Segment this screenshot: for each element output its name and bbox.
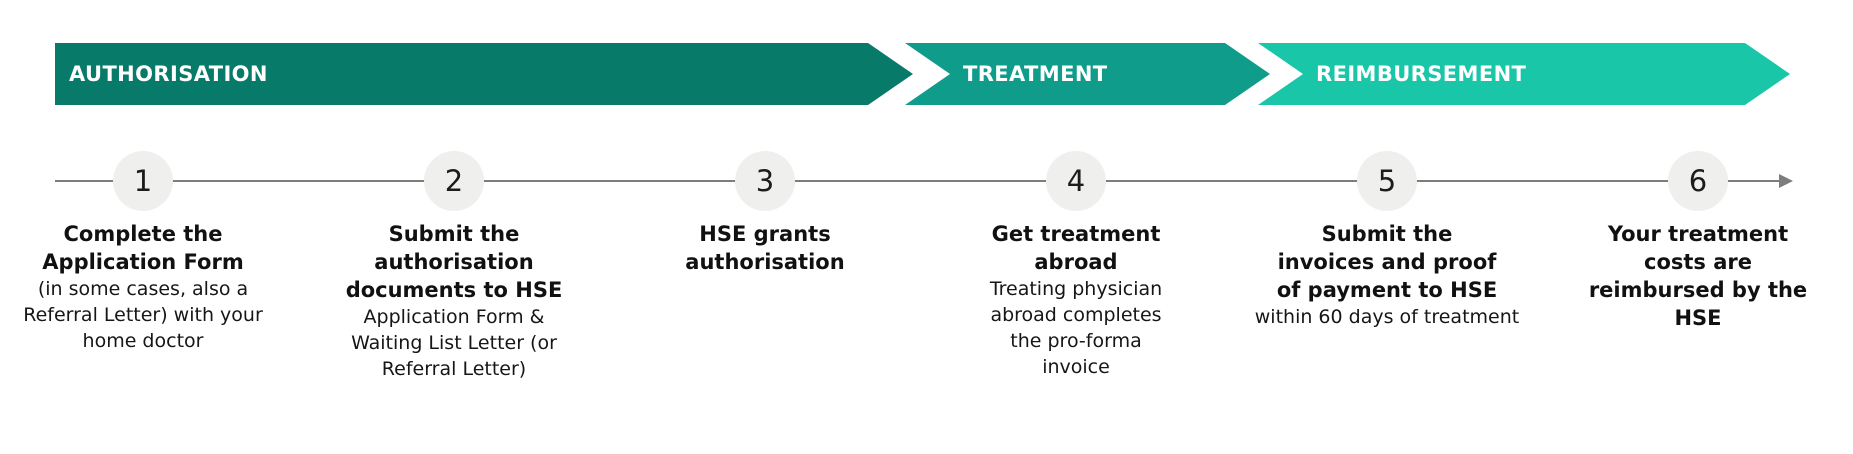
step-column-6: Your treatment costs are reimbursed by t… <box>1558 220 1838 332</box>
step-title: Get treatment abroad <box>991 222 1161 274</box>
step-title: Your treatment costs are reimbursed by t… <box>1588 222 1808 330</box>
step-title: HSE grants authorisation <box>685 222 845 274</box>
step-column-1: Complete the Application Form (in some c… <box>3 220 283 354</box>
step-description: Application Form & Waiting List Letter (… <box>351 306 557 380</box>
step-column-5: Submit the invoices and proof of payment… <box>1247 220 1527 330</box>
phase-label-treatment: TREATMENT <box>963 62 1108 86</box>
step-description: within 60 days of treatment <box>1254 306 1520 328</box>
step-circle-1: 1 <box>113 151 173 211</box>
step-title: Submit the authorisation documents to HS… <box>345 222 563 302</box>
phase-arrow-authorisation: AUTHORISATION <box>55 43 913 105</box>
step-column-2: Submit the authorisation documents to HS… <box>314 220 594 382</box>
phase-label-authorisation: AUTHORISATION <box>69 62 268 86</box>
step-number: 6 <box>1688 164 1708 198</box>
step-description: Treating physician abroad completes the … <box>989 278 1163 378</box>
step-circle-2: 2 <box>424 151 484 211</box>
step-number: 4 <box>1066 164 1086 198</box>
step-description: (in some cases, also a Referral Letter) … <box>23 278 263 352</box>
step-column-3: HSE grants authorisation <box>625 220 905 276</box>
step-number: 1 <box>133 164 153 198</box>
phase-label-reimbursement: REIMBURSEMENT <box>1316 62 1527 86</box>
step-title: Submit the invoices and proof of payment… <box>1276 222 1498 302</box>
step-column-4: Get treatment abroad Treating physician … <box>936 220 1216 380</box>
step-number: 5 <box>1377 164 1397 198</box>
phase-arrow-reimbursement: REIMBURSEMENT <box>1258 43 1790 105</box>
step-number: 2 <box>444 164 464 198</box>
step-circle-4: 4 <box>1046 151 1106 211</box>
arrow-right-icon <box>1779 174 1793 188</box>
step-title: Complete the Application Form <box>42 222 244 274</box>
phase-arrow-treatment: TREATMENT <box>905 43 1270 105</box>
step-circle-3: 3 <box>735 151 795 211</box>
timeline-line <box>55 180 1785 182</box>
step-circle-6: 6 <box>1668 151 1728 211</box>
step-circle-5: 5 <box>1357 151 1417 211</box>
step-number: 3 <box>755 164 775 198</box>
